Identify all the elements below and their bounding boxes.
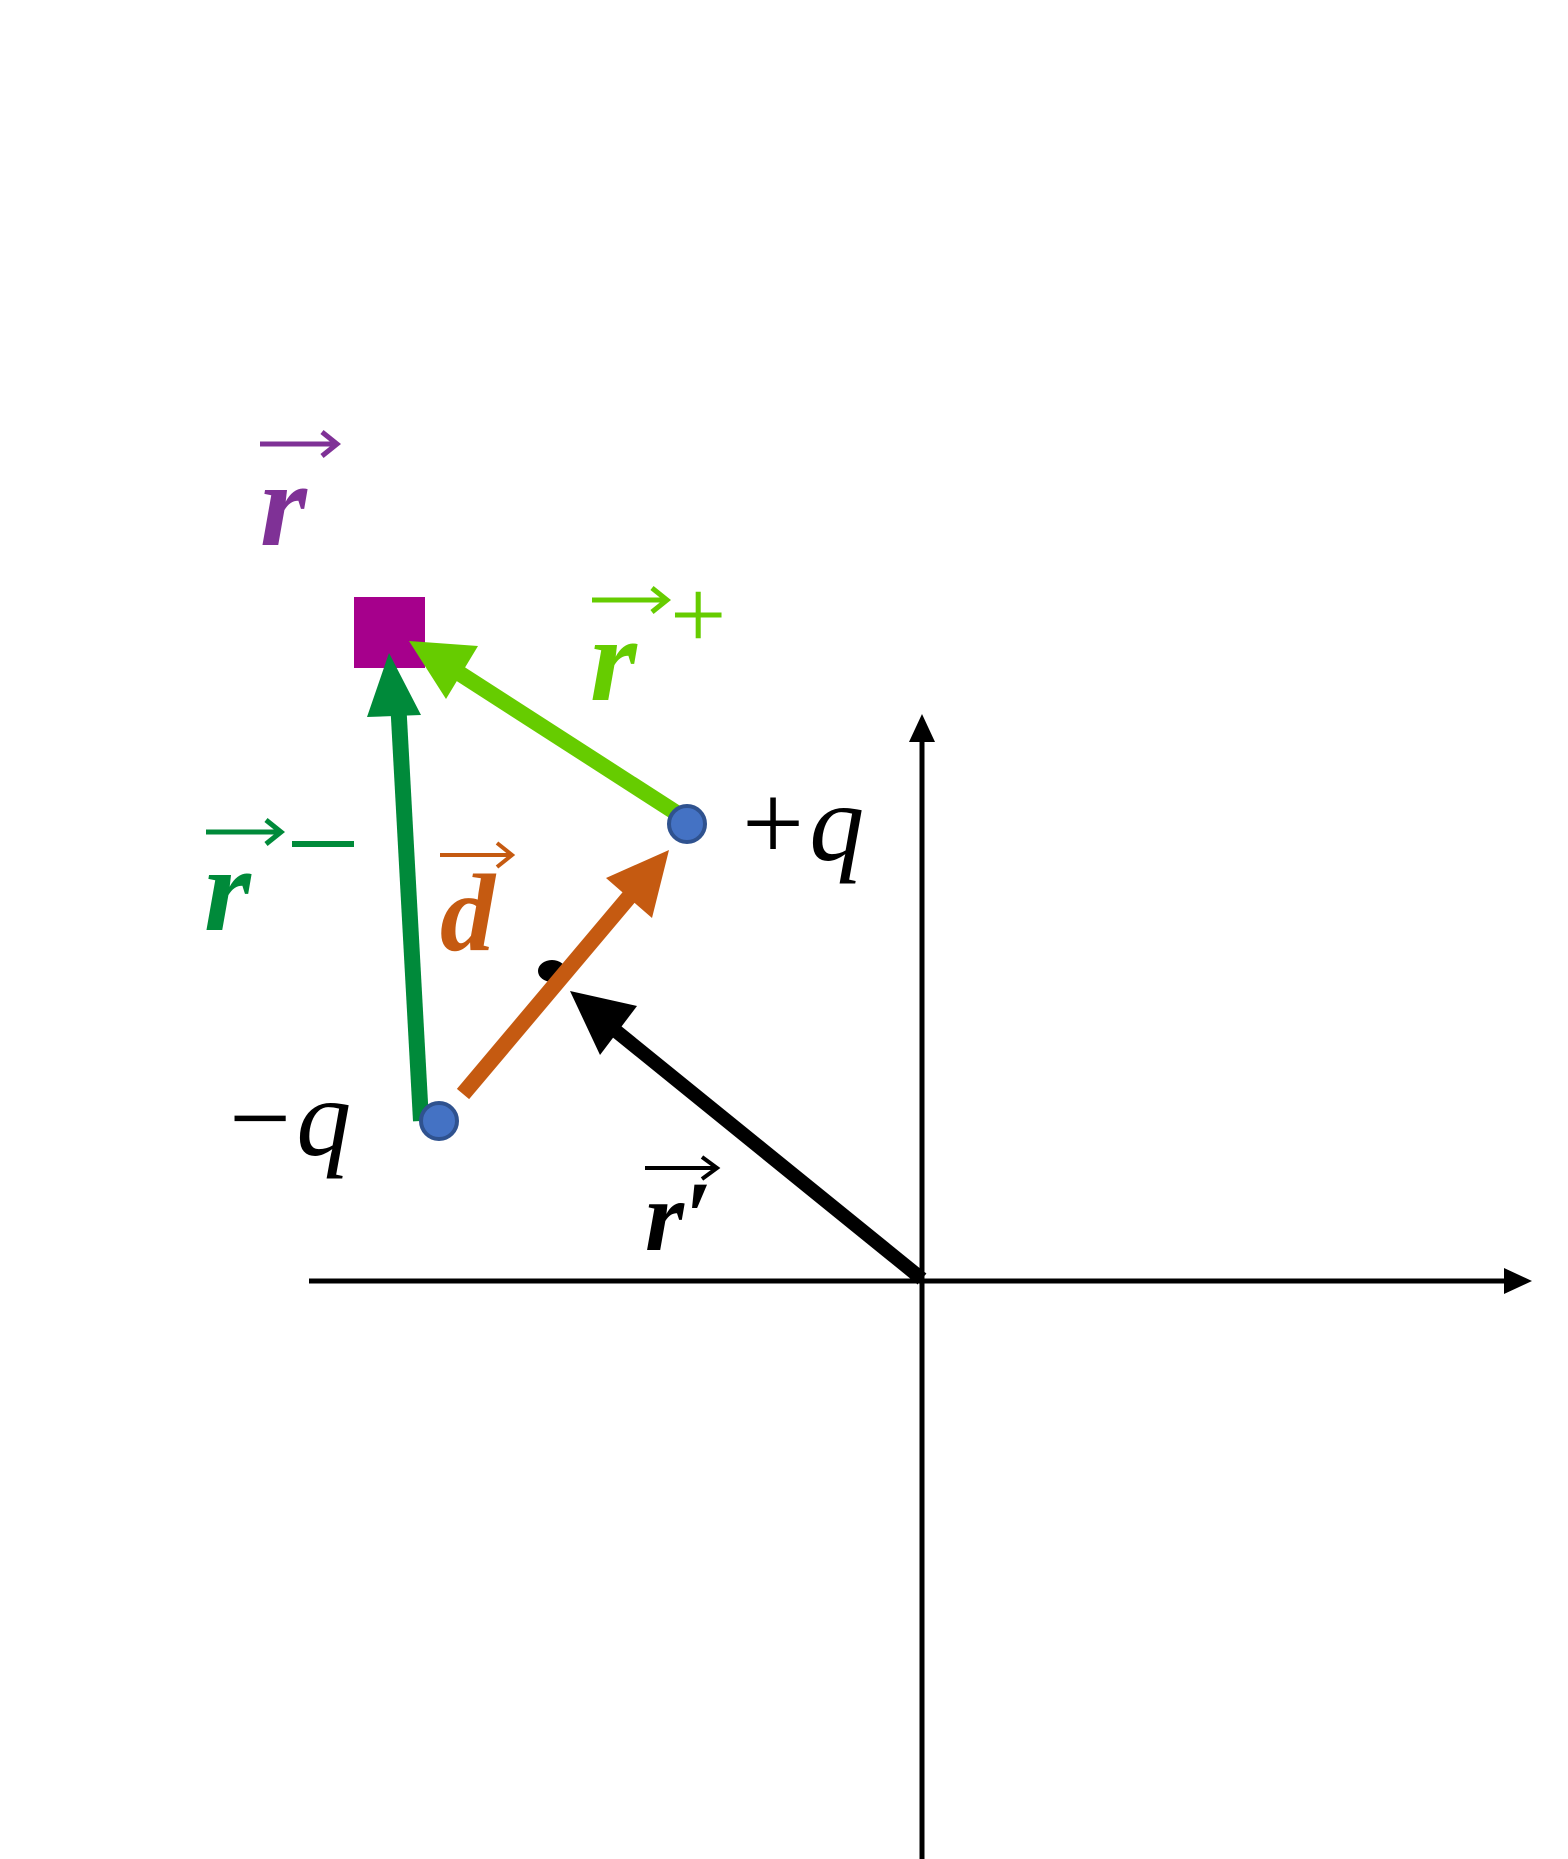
- vector-arrow-icon: [592, 586, 672, 614]
- label-r: r: [260, 430, 342, 571]
- label-r-plus: r +: [590, 559, 726, 726]
- svg-text:r: r: [590, 593, 638, 726]
- svg-text:r′: r′: [645, 1161, 712, 1272]
- r-prime-arrowhead: [570, 991, 637, 1055]
- label-r-prime: r′: [645, 1155, 721, 1272]
- x-axis-arrowhead: [1504, 1268, 1532, 1294]
- svg-text:d: d: [440, 852, 497, 974]
- vector-arrow-icon: [645, 1155, 721, 1181]
- label-minus-q: −q: [222, 1057, 351, 1179]
- label-d: d: [440, 841, 516, 974]
- r-plus-arrow-shaft: [440, 657, 683, 821]
- svg-text:+: +: [670, 559, 726, 670]
- vector-arrow-icon: [260, 430, 342, 458]
- r-minus-arrow-shaft: [390, 699, 429, 1122]
- r-prime-arrow-shaft: [595, 1012, 927, 1285]
- r-minus-arrowhead: [367, 653, 421, 717]
- positive-charge: [667, 804, 707, 844]
- r-plus-arrowhead: [409, 641, 478, 699]
- vector-arrow-icon: [206, 818, 286, 846]
- d-arrowhead: [606, 850, 669, 918]
- y-axis-arrowhead: [909, 714, 935, 742]
- d-arrow-shaft: [456, 878, 647, 1100]
- minus-sign: [292, 841, 354, 847]
- label-plus-q: +q: [735, 762, 864, 884]
- label-r-minus: r: [204, 818, 354, 956]
- negative-charge: [419, 1101, 459, 1141]
- svg-text:r: r: [260, 438, 308, 571]
- vector-arrow-icon: [440, 841, 516, 869]
- svg-text:r: r: [204, 823, 252, 956]
